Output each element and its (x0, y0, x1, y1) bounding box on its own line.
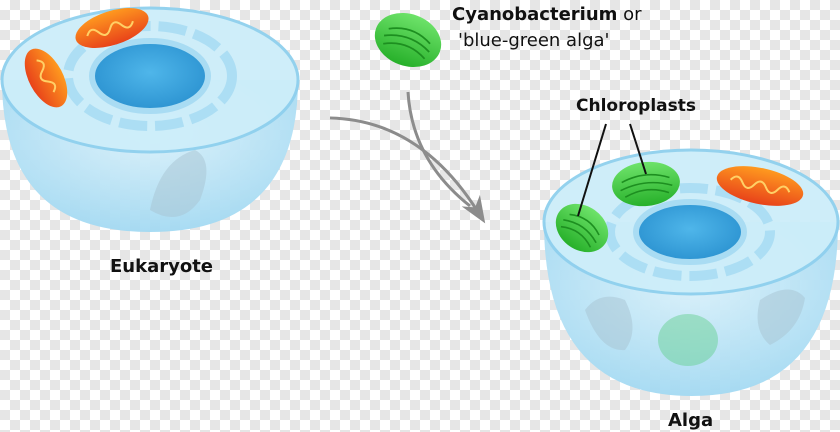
eukaryote-er (63, 21, 237, 131)
mitochondrion (75, 8, 149, 48)
blue-green-alga-label: 'blue-green alga' (458, 30, 610, 51)
chloroplasts-label: Chloroplasts (576, 96, 696, 116)
eukaryote-vacuole (150, 150, 207, 218)
engulfment-arrow (329, 116, 486, 224)
mitochondrion (24, 48, 68, 108)
alga-cell (542, 148, 840, 396)
mitochondrion (716, 166, 804, 206)
eukaryote-cell (0, 6, 300, 232)
alga-nucleus (633, 199, 747, 265)
eukaryote-label: Eukaryote (110, 256, 214, 277)
alga-label: Alga (668, 410, 714, 431)
alga-er (605, 183, 775, 281)
alga-vacuole (585, 296, 633, 351)
engulfment-arrow-secondary (406, 91, 471, 208)
chloroplast (555, 203, 609, 253)
cyanobacterium-label: Cyanobacterium or (452, 4, 642, 25)
cyanobacterium-icon (374, 12, 442, 68)
alga-vacuole (757, 289, 805, 345)
chloroplasts-pointer (577, 123, 607, 217)
cyanobacterium-or: or (617, 4, 642, 25)
alga-green-vacuole (658, 314, 718, 366)
chloroplast (612, 161, 680, 207)
chloroplasts-pointer (629, 123, 647, 175)
cyanobacterium-name: Cyanobacterium (452, 4, 618, 25)
eukaryote-nucleus (89, 38, 211, 114)
